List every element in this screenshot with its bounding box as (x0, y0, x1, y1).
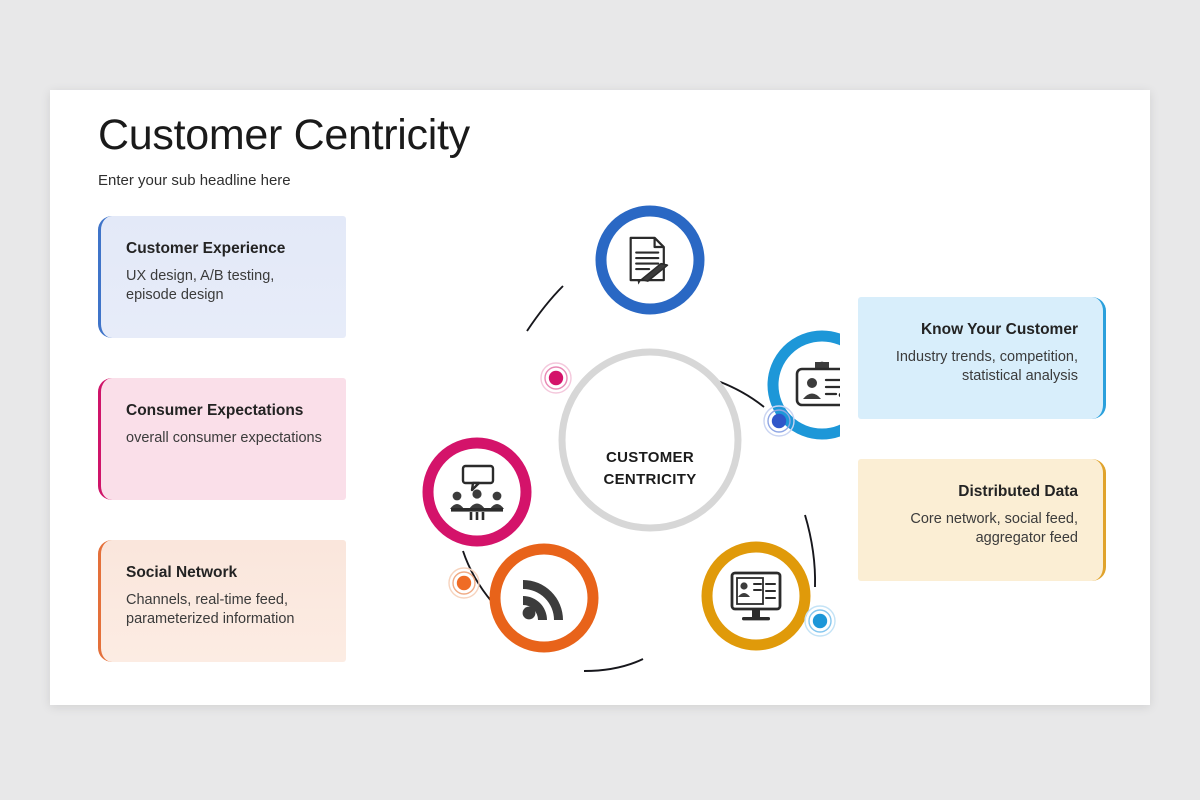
card-description: Industry trends, competition, statistica… (895, 349, 1078, 385)
dot-magenta (540, 362, 572, 394)
dot-blue (763, 405, 795, 437)
card-distributed-data[interactable]: Distributed Data Core network, social fe… (858, 459, 1106, 581)
card-consumer-expectations[interactable]: Consumer Expectations overall consumer e… (98, 378, 346, 500)
node-meeting (422, 437, 532, 547)
rss-feed-icon (522, 580, 563, 620)
page-title: Customer Centricity (98, 111, 470, 159)
customer-centricity-wheel: CUSTOMER CENTRICITY (360, 200, 840, 680)
card-description: Channels, real-time feed, parameterized … (126, 592, 295, 628)
connector-lines (462, 285, 817, 672)
document-pen-icon (629, 236, 669, 285)
card-social-network[interactable]: Social Network Channels, real-time feed,… (98, 540, 346, 662)
node-id-badge (767, 330, 840, 440)
id-badge-icon (795, 361, 840, 407)
meeting-icon (450, 464, 504, 520)
card-title: Social Network (126, 564, 238, 581)
node-monitor (701, 541, 811, 651)
card-title: Know Your Customer (920, 321, 1078, 338)
hub-ring (558, 348, 742, 532)
card-description: UX design, A/B testing, episode design (126, 268, 275, 304)
node-document-pen (595, 205, 705, 315)
card-description: overall consumer expectations (126, 430, 322, 446)
card-know-your-customer[interactable]: Know Your Customer Industry trends, comp… (858, 297, 1106, 419)
page-subtitle: Enter your sub headline here (98, 172, 291, 190)
card-description: Core network, social feed, aggregator fe… (910, 511, 1078, 547)
card-title: Consumer Expectations (126, 402, 304, 419)
dot-cyan (804, 605, 836, 637)
card-title: Distributed Data (958, 483, 1078, 500)
node-rss-feed (489, 543, 599, 653)
card-title: Customer Experience (126, 240, 286, 257)
header: Customer Centricity Enter your sub headl… (98, 111, 470, 190)
monitor-icon (730, 571, 782, 621)
dot-orange (448, 567, 480, 599)
slide-canvas: Customer Centricity Enter your sub headl… (50, 90, 1150, 705)
card-customer-experience[interactable]: Customer Experience UX design, A/B testi… (98, 216, 346, 338)
